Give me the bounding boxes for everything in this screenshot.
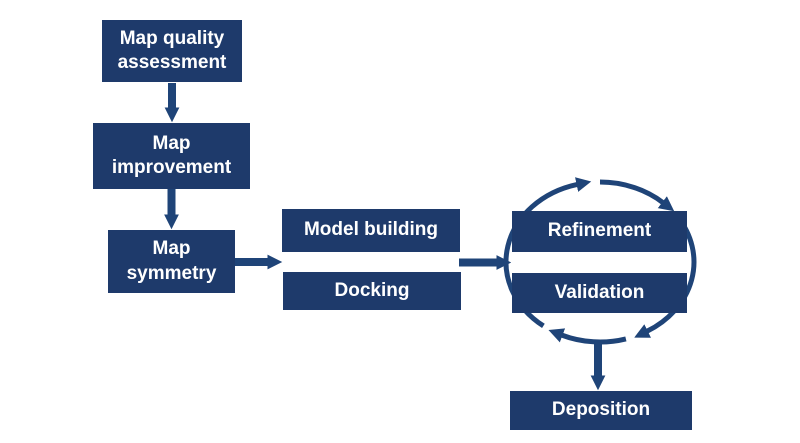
cycle-arc-right-icon bbox=[634, 215, 697, 338]
node-docking-label: Docking bbox=[334, 279, 410, 301]
node-refinement-label: Refinement bbox=[547, 220, 652, 242]
cycle-arc-bottom-icon bbox=[548, 328, 627, 345]
node-validation-label: Validation bbox=[554, 281, 645, 303]
node-map-quality: Map quality assessment bbox=[102, 20, 242, 82]
node-deposition: Deposition bbox=[510, 391, 692, 430]
node-model-building: Model building bbox=[282, 209, 460, 252]
node-model-building-label: Model building bbox=[303, 219, 439, 241]
node-map-quality-label: Map quality assessment bbox=[117, 27, 227, 73]
node-docking: Docking bbox=[283, 272, 461, 310]
node-deposition-label: Deposition bbox=[551, 399, 651, 421]
cycle-arc-top-icon bbox=[599, 179, 675, 212]
node-map-improvement: Map improvement bbox=[93, 123, 250, 189]
cycle-gap-band bbox=[511, 252, 691, 273]
node-map-improvement-label: Map improvement bbox=[111, 132, 232, 178]
node-validation: Validation bbox=[512, 273, 687, 313]
node-map-symmetry-label: Map symmetry bbox=[126, 238, 217, 284]
node-refinement: Refinement bbox=[512, 211, 687, 252]
node-map-symmetry: Map symmetry bbox=[108, 230, 235, 293]
